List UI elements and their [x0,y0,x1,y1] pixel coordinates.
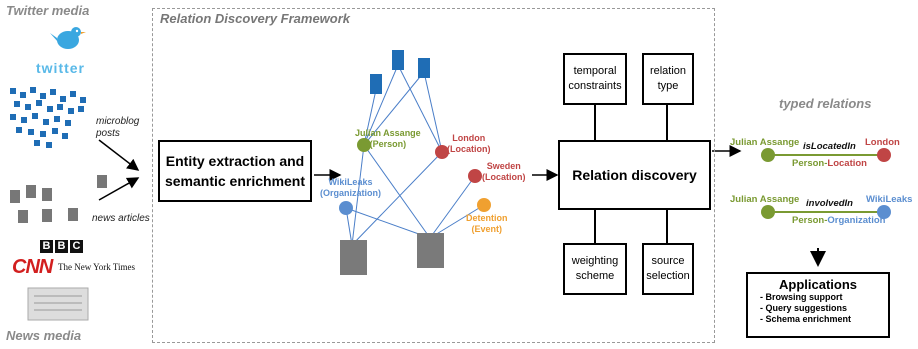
framework-frame [152,8,715,343]
twitter-media-title: Twitter media [6,3,90,18]
source-selection-box: source selection [642,243,694,295]
relation2-object: WikiLeaks [866,194,913,205]
applications-box: Applications - Browsing support - Query … [746,272,890,338]
nyt-logo: The New York Times [58,262,136,272]
relation2-predicate: involvedIn [806,198,853,209]
london-node [435,145,449,159]
sweden-label: Sweden (Location) [482,161,526,182]
article-nodes [340,233,444,275]
weighting-scheme-box: weighting scheme [563,243,627,295]
relation1-predicate: isLocatedIn [803,141,856,152]
detention-node [477,198,491,212]
london-label: London (Location) [447,133,491,154]
twitter-bird-icon [50,27,86,49]
typed-relations-title: typed relations [779,96,872,111]
relation2-types: Person-Organization [792,215,886,226]
tweets-cloud-icon [10,87,86,148]
relation1-types: Person-Location [792,158,867,169]
applications-item: - Schema enrichment [760,314,852,324]
relation1-subject: Julian Assange [730,137,800,148]
wikileaks-node [339,201,353,215]
julian-node [357,138,371,152]
relation-discovery-label: Relation discovery [572,167,697,183]
graph-edges [345,64,485,246]
cnn-logo: CNN [12,256,53,278]
news-articles-label: news articles [92,213,150,224]
twitter-logo: twitter [36,60,85,76]
relation2-subject: Julian Assange [730,194,800,205]
applications-title: Applications [778,277,857,292]
microblog-posts-label: microblog posts [96,116,140,139]
news-documents-icon [10,175,107,223]
framework-title: Relation Discovery Framework [160,11,351,26]
relation1-object: London [865,137,900,148]
wikileaks-label: WikiLeaks (Organization) [320,177,381,198]
relation-discovery-box: Relation discovery [558,140,711,210]
news-media-title: News media [6,328,82,343]
entity-extraction-box: Entity extraction and semantic enrichmen… [158,140,312,202]
applications-item: - Browsing support [760,292,843,302]
detention-label: Detention (Event) [466,213,508,234]
applications-item: - Query suggestions [760,303,848,313]
relation-type-box: relation type [642,53,694,105]
entity-extraction-label: Entity extraction and semantic enrichmen… [164,153,306,189]
tweet-nodes [370,50,430,94]
newspaper-icon [27,287,89,321]
relation1-link [761,148,891,162]
julian-label: Julian Assange (Person) [355,128,421,149]
sweden-node [468,169,482,183]
temporal-constraints-box: temporal constraints [563,53,627,105]
relation2-link [761,205,891,219]
